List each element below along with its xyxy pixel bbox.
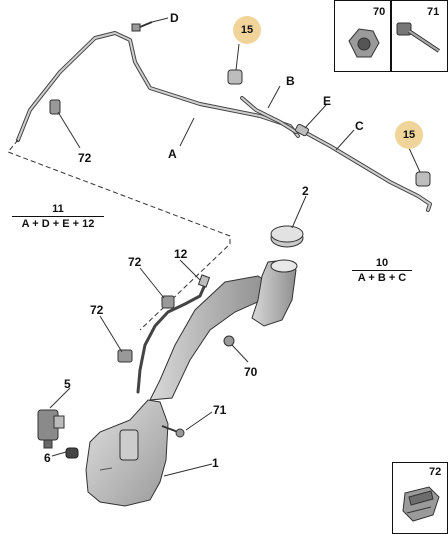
bolt-71 xyxy=(161,425,185,438)
inset-bolt-label: 71 xyxy=(427,6,440,18)
bolt-icon xyxy=(396,22,441,53)
filler-neck xyxy=(149,259,298,401)
callout-5: 5 xyxy=(64,377,71,391)
grommet xyxy=(65,447,79,459)
callout-b: B xyxy=(286,74,295,88)
reservoir-tank xyxy=(85,399,169,507)
callout-1: 1 xyxy=(212,456,219,470)
hose-c xyxy=(306,132,432,212)
inset-clip: 72 xyxy=(392,462,448,534)
clip-15-right xyxy=(415,171,431,187)
screw-d xyxy=(131,21,153,32)
callout-72-top: 72 xyxy=(78,151,92,165)
filler-cap xyxy=(270,225,304,248)
group-10-formula: A + B + C xyxy=(352,270,412,285)
clip-icon xyxy=(402,486,440,522)
inset-clip-label: 72 xyxy=(429,466,442,478)
group-11: 11 A + D + E + 12 xyxy=(12,203,104,231)
nut-70 xyxy=(223,335,235,347)
inset-fasteners: 70 71 xyxy=(334,0,448,72)
hose-b xyxy=(240,96,298,134)
badge-15-left: 15 xyxy=(233,16,261,44)
callout-12: 12 xyxy=(174,247,188,261)
group-11-number: 11 xyxy=(52,203,64,215)
group-10: 10 A + B + C xyxy=(352,257,412,285)
callout-72-low: 72 xyxy=(90,303,104,317)
clip-72-mid xyxy=(161,295,175,309)
clip-15-left xyxy=(227,69,243,85)
connector-e xyxy=(295,123,309,137)
inset-nut-label: 70 xyxy=(373,6,386,18)
callout-72-mid: 72 xyxy=(128,255,142,269)
clip-72-top xyxy=(49,99,61,115)
hose-12 xyxy=(136,274,211,394)
inset-divider xyxy=(390,1,392,71)
callout-71: 71 xyxy=(213,403,227,417)
leader-lines xyxy=(49,17,421,477)
callout-2: 2 xyxy=(302,184,309,198)
group-10-number: 10 xyxy=(375,257,389,269)
group-11-formula: A + D + E + 12 xyxy=(12,216,104,231)
callout-a: A xyxy=(168,147,177,161)
callout-c: C xyxy=(355,119,364,133)
callout-d: D xyxy=(170,11,179,25)
callout-e: E xyxy=(323,94,332,108)
group-11-outline xyxy=(7,139,231,331)
badge-15-right: 15 xyxy=(395,121,423,149)
inset-fastener-art xyxy=(348,22,441,58)
clip-72-low xyxy=(117,349,133,363)
washer-pump xyxy=(37,409,65,449)
hose-a xyxy=(16,31,300,142)
callout-6: 6 xyxy=(44,451,51,465)
callout-70: 70 xyxy=(244,365,258,379)
